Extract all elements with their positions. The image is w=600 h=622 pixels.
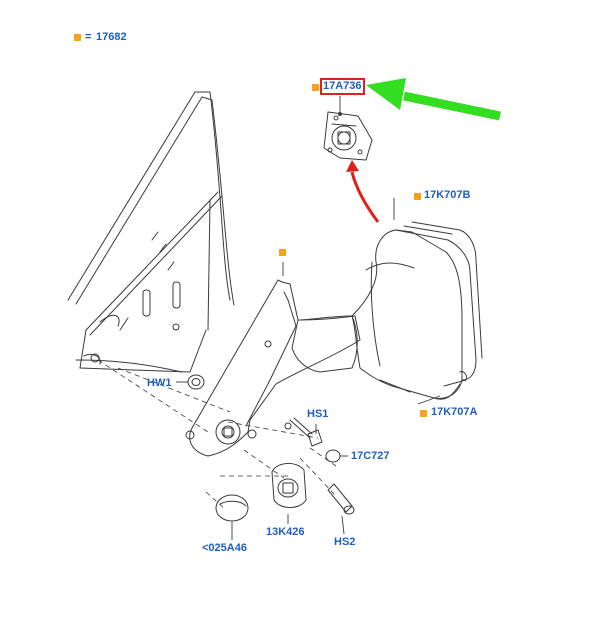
motor-marker (312, 84, 319, 91)
plate-marker (279, 249, 286, 256)
callout-leaders (176, 96, 441, 540)
screw-hs2 (327, 483, 355, 515)
callout-17a736[interactable]: 17A736 (320, 78, 365, 95)
mirror-mounting-plate (185, 279, 361, 457)
legend-marker (74, 34, 81, 41)
legend-equals: = (85, 31, 92, 43)
mirror-housing (291, 221, 483, 400)
callout-hw1[interactable]: HW1 (147, 377, 172, 389)
glass-marker (414, 193, 421, 200)
callout-17k707b[interactable]: 17K707B (424, 189, 471, 201)
cap-025a46 (215, 494, 249, 522)
callout-17k707a[interactable]: 17K707A (431, 406, 478, 418)
assembly-marker (420, 410, 427, 417)
legend-code: 17682 (96, 31, 127, 43)
callout-hs1[interactable]: HS1 (307, 408, 329, 420)
mirror-motor (323, 111, 373, 161)
screw-hs1 (289, 417, 323, 447)
washer-hw1 (187, 374, 205, 390)
leader-lines (97, 359, 337, 511)
red-arrow (346, 160, 380, 223)
cover-13k426 (271, 463, 307, 508)
callout-025a46[interactable]: <025A46 (202, 542, 247, 554)
green-arrow (366, 78, 501, 121)
callout-13k426[interactable]: 13K426 (266, 526, 305, 538)
callout-17c727[interactable]: 17C727 (351, 450, 390, 462)
door-frame (67, 91, 235, 373)
callout-hs2[interactable]: HS2 (334, 536, 356, 548)
